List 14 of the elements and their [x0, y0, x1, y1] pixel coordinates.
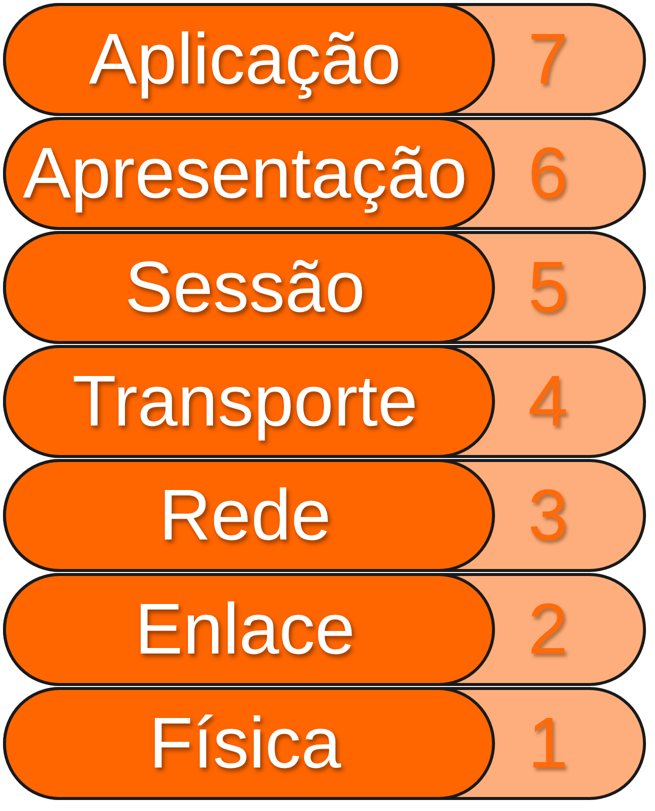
layer-number: 2: [528, 589, 568, 670]
layer-name: Transporte: [72, 361, 418, 442]
layer-number: 7: [528, 19, 568, 100]
layer-number: 6: [528, 133, 568, 214]
layer-name: Sessão: [124, 247, 366, 328]
layer-name: Física: [148, 703, 342, 784]
layer-name: Rede: [158, 475, 332, 556]
layer-name: Aplicação: [88, 19, 402, 100]
layer-number: 4: [528, 361, 568, 442]
layer-name: Apresentação: [22, 133, 468, 214]
layer-number: 3: [528, 475, 568, 556]
layer-number: 5: [528, 247, 568, 328]
layer-name: Enlace: [134, 589, 356, 670]
layer-number: 1: [528, 703, 568, 784]
